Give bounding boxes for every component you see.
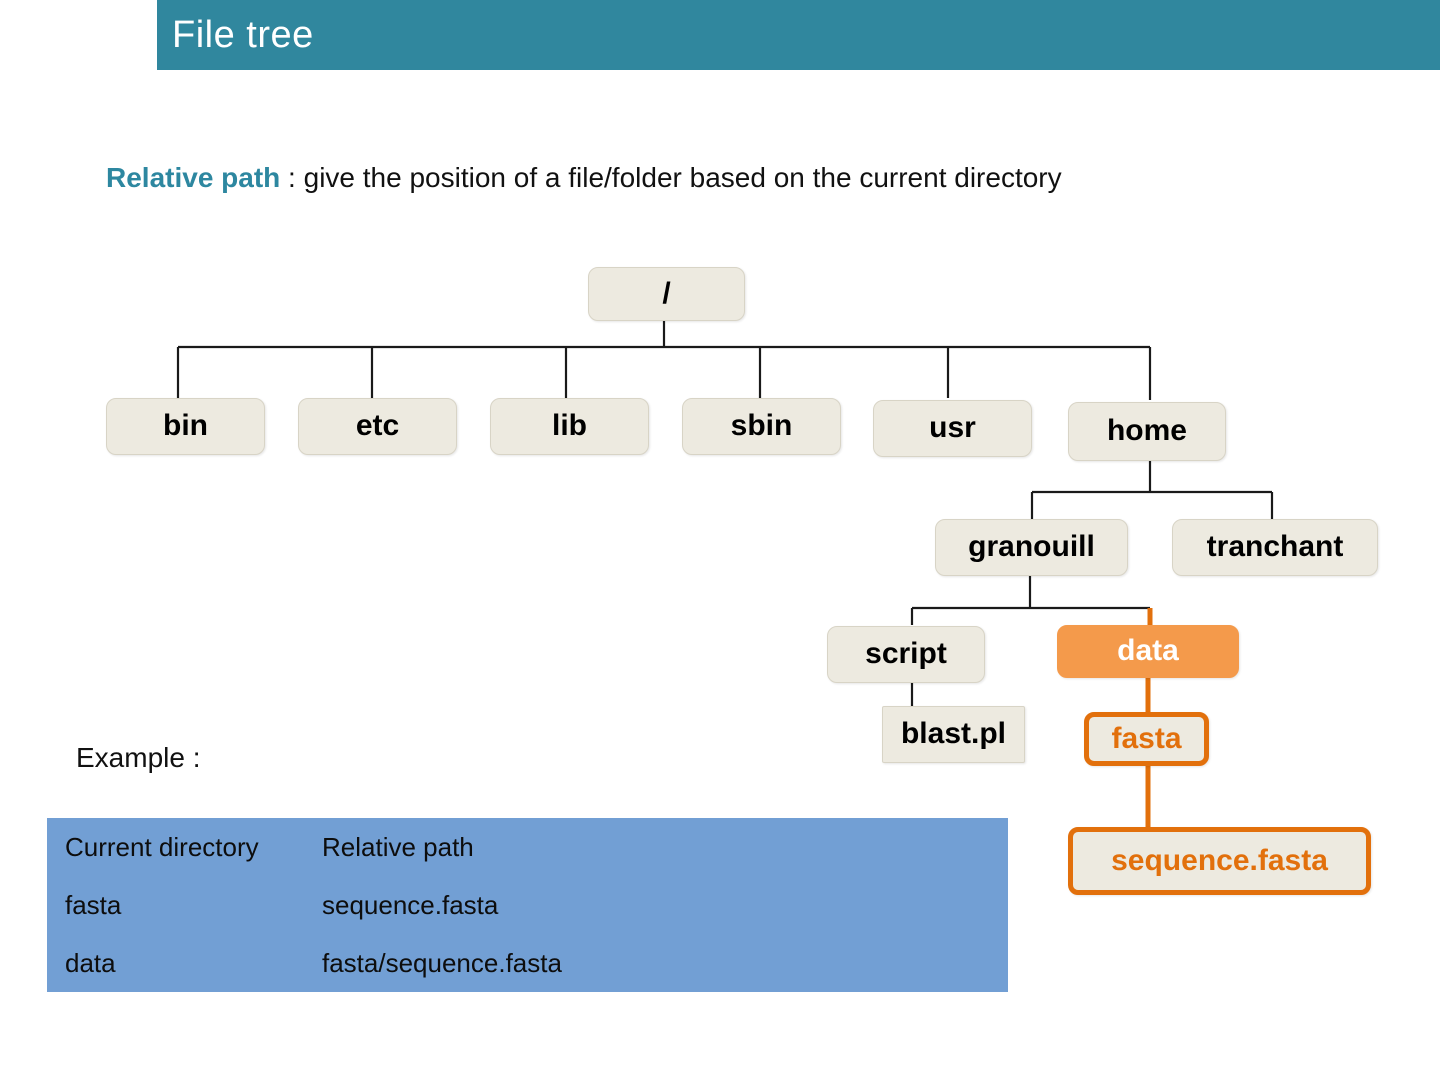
tree-node-usr[interactable]: usr xyxy=(873,400,1032,457)
table-cell-path: sequence.fasta xyxy=(322,889,499,920)
tree-node-fasta[interactable]: fasta xyxy=(1084,712,1209,766)
intro-text: : give the position of a file/folder bas… xyxy=(280,162,1062,193)
tree-node-tranchant[interactable]: tranchant xyxy=(1172,519,1378,576)
tree-node-root[interactable]: / xyxy=(588,267,745,321)
tree-node-data[interactable]: data xyxy=(1057,625,1239,678)
table-cell-directory: fasta xyxy=(65,889,122,920)
tree-node-script[interactable]: script xyxy=(827,626,985,683)
tree-node-lib[interactable]: lib xyxy=(490,398,649,455)
tree-node-sequence-fasta[interactable]: sequence.fasta xyxy=(1068,827,1371,895)
table-row: fasta sequence.fasta xyxy=(47,876,1008,934)
table-cell-path: fasta/sequence.fasta xyxy=(322,947,562,978)
example-label: Example : xyxy=(76,742,201,773)
table-cell-directory: data xyxy=(65,947,116,978)
table-row: data fasta/sequence.fasta xyxy=(47,934,1008,992)
intro-keyword: Relative path xyxy=(106,162,281,193)
table-header-relative-path: Relative path xyxy=(322,831,474,862)
tree-node-bin[interactable]: bin xyxy=(106,398,265,455)
tree-node-blast-pl[interactable]: blast.pl xyxy=(882,706,1025,763)
tree-node-home[interactable]: home xyxy=(1068,402,1226,461)
tree-node-etc[interactable]: etc xyxy=(298,398,457,455)
intro-paragraph: Relative path : give the position of a f… xyxy=(106,155,1338,201)
tree-node-granouill[interactable]: granouill xyxy=(935,519,1128,576)
tree-node-sbin[interactable]: sbin xyxy=(682,398,841,455)
relative-path-table: Current directory Relative path fasta se… xyxy=(47,818,1008,992)
table-header-row: Current directory Relative path xyxy=(47,818,1008,876)
table-header-current-directory: Current directory xyxy=(65,831,259,862)
header-bar xyxy=(157,0,1440,70)
page-title: File tree xyxy=(172,14,314,56)
